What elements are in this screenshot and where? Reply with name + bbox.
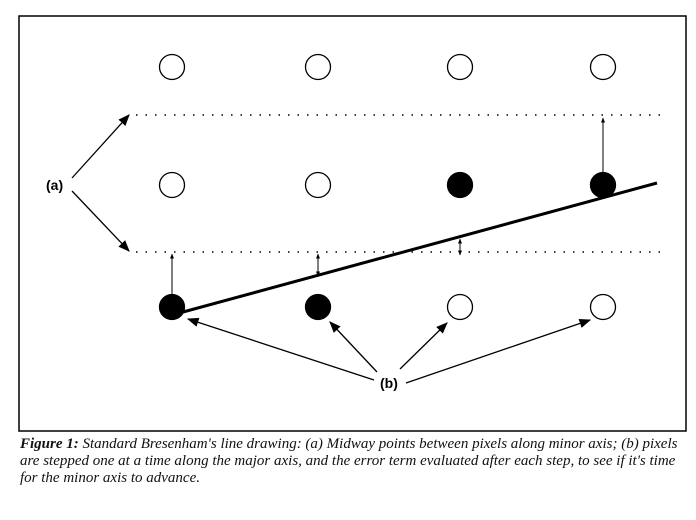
arrow-b-4 bbox=[405, 318, 592, 384]
pixel-empty bbox=[304, 171, 332, 199]
arrow-b-2 bbox=[329, 321, 378, 373]
bresenham-line bbox=[171, 181, 658, 317]
arrow-a-lower bbox=[71, 190, 130, 252]
figure-frame bbox=[18, 15, 687, 432]
pixel-empty bbox=[304, 53, 332, 81]
label-b: (b) bbox=[380, 375, 398, 391]
pixel-filled bbox=[304, 293, 332, 321]
pixel-empty bbox=[589, 53, 617, 81]
pixel-filled bbox=[446, 171, 474, 199]
pixel-empty bbox=[446, 53, 474, 81]
label-a: (a) bbox=[46, 177, 63, 193]
arrow-a-upper bbox=[71, 114, 130, 179]
figure-label: Figure 1: bbox=[20, 436, 79, 452]
caption-text: Standard Bresenham's line drawing: (a) M… bbox=[20, 436, 678, 486]
pixel-empty bbox=[158, 171, 186, 199]
pixel-empty bbox=[446, 293, 474, 321]
pixel-empty bbox=[589, 293, 617, 321]
pixel-filled bbox=[158, 293, 186, 321]
arrow-b-1 bbox=[186, 317, 375, 381]
arrow-b-3 bbox=[399, 322, 448, 370]
pixel-empty bbox=[158, 53, 186, 81]
pixel-filled bbox=[589, 171, 617, 199]
figure-caption: Figure 1: Standard Bresenham's line draw… bbox=[20, 436, 692, 487]
